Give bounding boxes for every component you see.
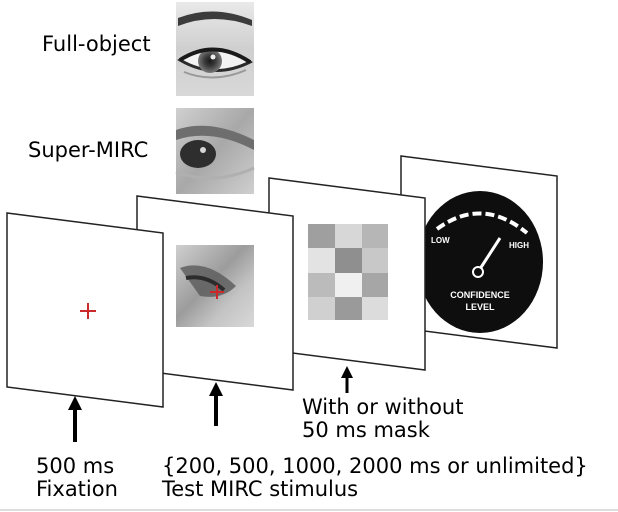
eye-full-object-image [176,2,254,96]
mask-note-label: With or without 50 ms mask [302,395,464,442]
mirc-stimulus-image [176,245,254,327]
frame-fixation [6,212,164,408]
fixation-duration-label: 500 ms Fixation [36,454,118,501]
fixation-cross-overlay [210,285,224,299]
arrow-up-icon [209,382,223,426]
frame-noise-mask [268,177,426,371]
dial-caption-line1: CONFIDENCE [450,290,510,300]
dial-low-label: LOW [431,236,450,245]
frame-test-stimulus [136,195,294,391]
fixation-cross [80,303,96,319]
eye-super-mirc-image [175,108,255,194]
test-stimulus-duration-label: {200, 500, 1000, 2000 ms or unlimited} T… [162,454,588,501]
confidence-dial-icon: LOW HIGH CONFIDENCE LEVEL [417,191,543,333]
dial-high-label: HIGH [509,241,529,250]
dial-caption-line2: LEVEL [465,302,495,312]
arrow-up-icon [68,396,82,442]
super-mirc-label: Super-MIRC [28,138,149,162]
arrow-up-icon [341,366,353,393]
full-object-label: Full-object [42,32,151,56]
frame-confidence-rating: LOW HIGH CONFIDENCE LEVEL [400,155,558,349]
noise-mask-image [308,224,388,320]
